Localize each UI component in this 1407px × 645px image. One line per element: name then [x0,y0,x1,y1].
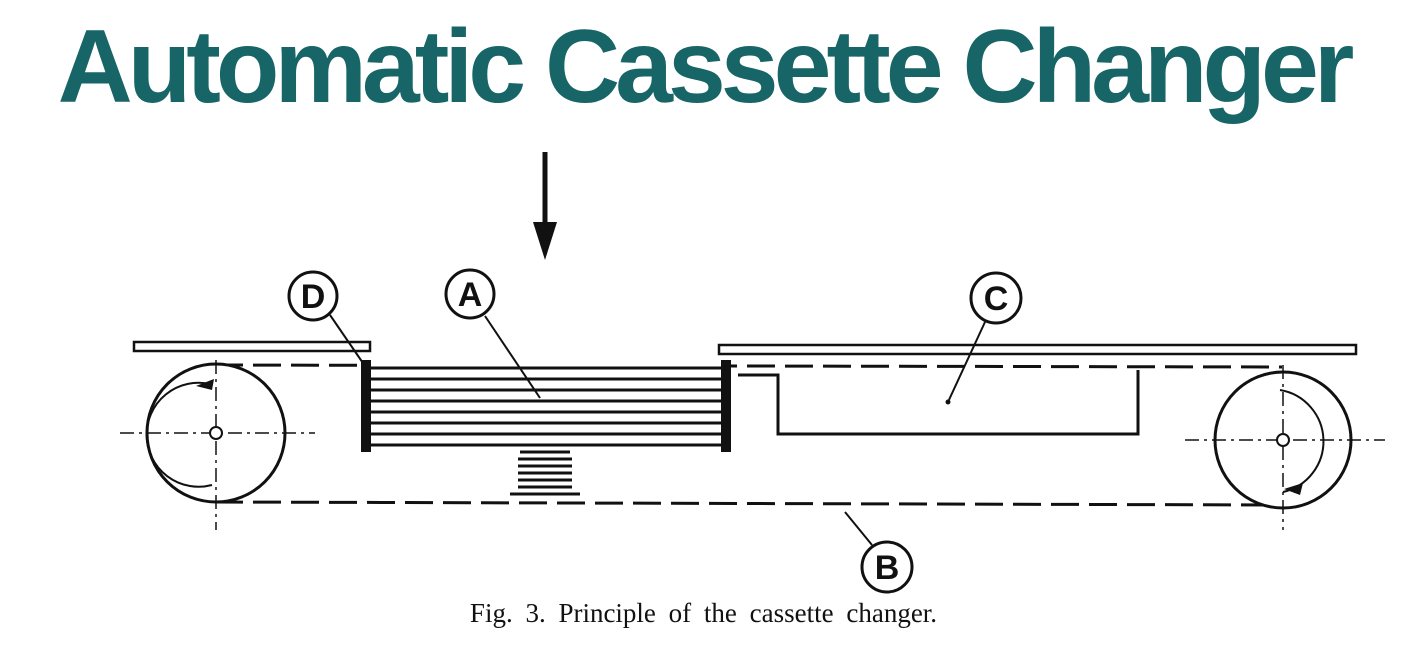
label-c: C [984,280,1009,318]
right-pulley [1185,365,1385,530]
left-top-plate [132,340,372,353]
leader-lines [329,314,986,546]
label-b: B [875,549,900,587]
page-title: Automatic Cassette Changer [57,9,1355,125]
spring [510,450,580,496]
figure-caption: Fig. 3. Principle of the cassette change… [469,598,938,628]
cassette-stack [361,360,731,452]
callout-d: D [287,270,339,322]
right-top-plate [717,343,1358,356]
left-pulley [120,360,315,530]
label-a: A [458,276,483,314]
label-d: D [301,278,326,316]
down-arrow-icon [533,152,557,260]
callout-b: B [860,540,914,594]
callout-a: A [444,268,496,320]
callout-c: C [969,271,1023,325]
cassette-holder [738,370,1140,436]
